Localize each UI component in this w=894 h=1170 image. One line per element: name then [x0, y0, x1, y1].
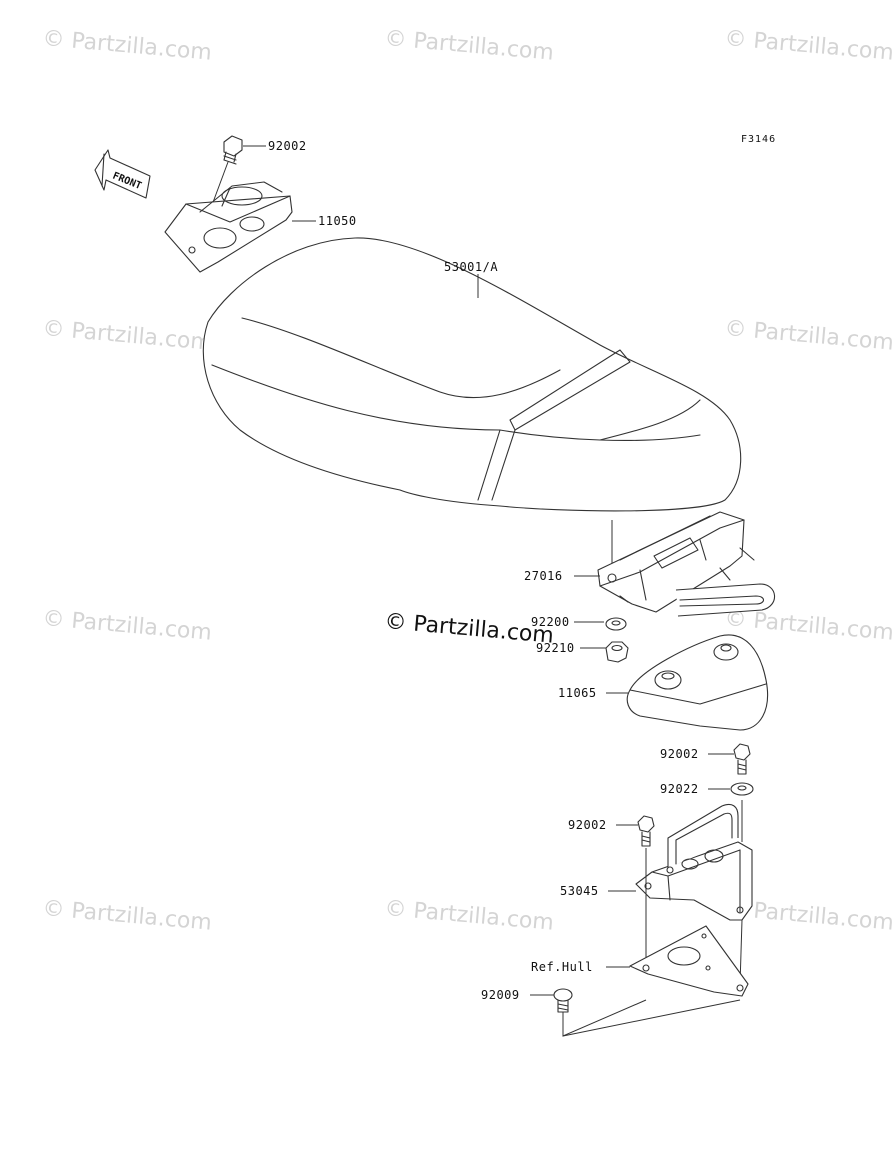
watermark: © Partzilla.com	[41, 316, 212, 356]
latch-base-27016	[597, 511, 776, 617]
watermark: © Partzilla.com	[383, 26, 554, 66]
watermark: © Partzilla.com	[383, 896, 554, 936]
washer-92022	[730, 782, 754, 796]
callout-92009: 92009	[481, 988, 520, 1002]
watermark: © Partzilla.com	[723, 316, 894, 356]
callout-92210: 92210	[536, 641, 575, 655]
callout-92002-top: 92002	[268, 139, 307, 153]
center-watermark: © Partzilla.com	[383, 609, 554, 649]
callout-92022: 92022	[660, 782, 699, 796]
watermark: © Partzilla.com	[723, 606, 894, 646]
watermark: © Partzilla.com	[723, 26, 894, 66]
nut-92210	[605, 641, 629, 663]
seat-53001A	[202, 237, 742, 512]
callout-11050: 11050	[318, 214, 357, 228]
callout-53045: 53045	[560, 884, 599, 898]
watermark: © Partzilla.com	[41, 896, 212, 936]
bolt-92002-right	[733, 743, 751, 775]
washer-92200	[605, 617, 627, 631]
cover-11065	[626, 634, 768, 731]
callout-53001A: 53001/A	[444, 260, 498, 274]
bolt-92002-left	[637, 815, 655, 847]
front-arrow: FRONT	[94, 149, 151, 199]
callout-92200: 92200	[531, 615, 570, 629]
screw-92009	[553, 988, 573, 1013]
watermark: © Partzilla.com	[41, 26, 212, 66]
hull-plate	[629, 925, 749, 997]
callout-ref-hull: Ref.Hull	[531, 960, 593, 974]
callout-11065: 11065	[558, 686, 597, 700]
callout-92002-right: 92002	[660, 747, 699, 761]
watermark: © Partzilla.com	[41, 606, 212, 646]
bracket-11050	[164, 181, 293, 273]
callout-92002-left: 92002	[568, 818, 607, 832]
bracket-53045	[635, 803, 753, 921]
callout-27016: 27016	[524, 569, 563, 583]
figure-code: F3146	[741, 134, 776, 145]
bolt-92002-top	[223, 135, 243, 165]
